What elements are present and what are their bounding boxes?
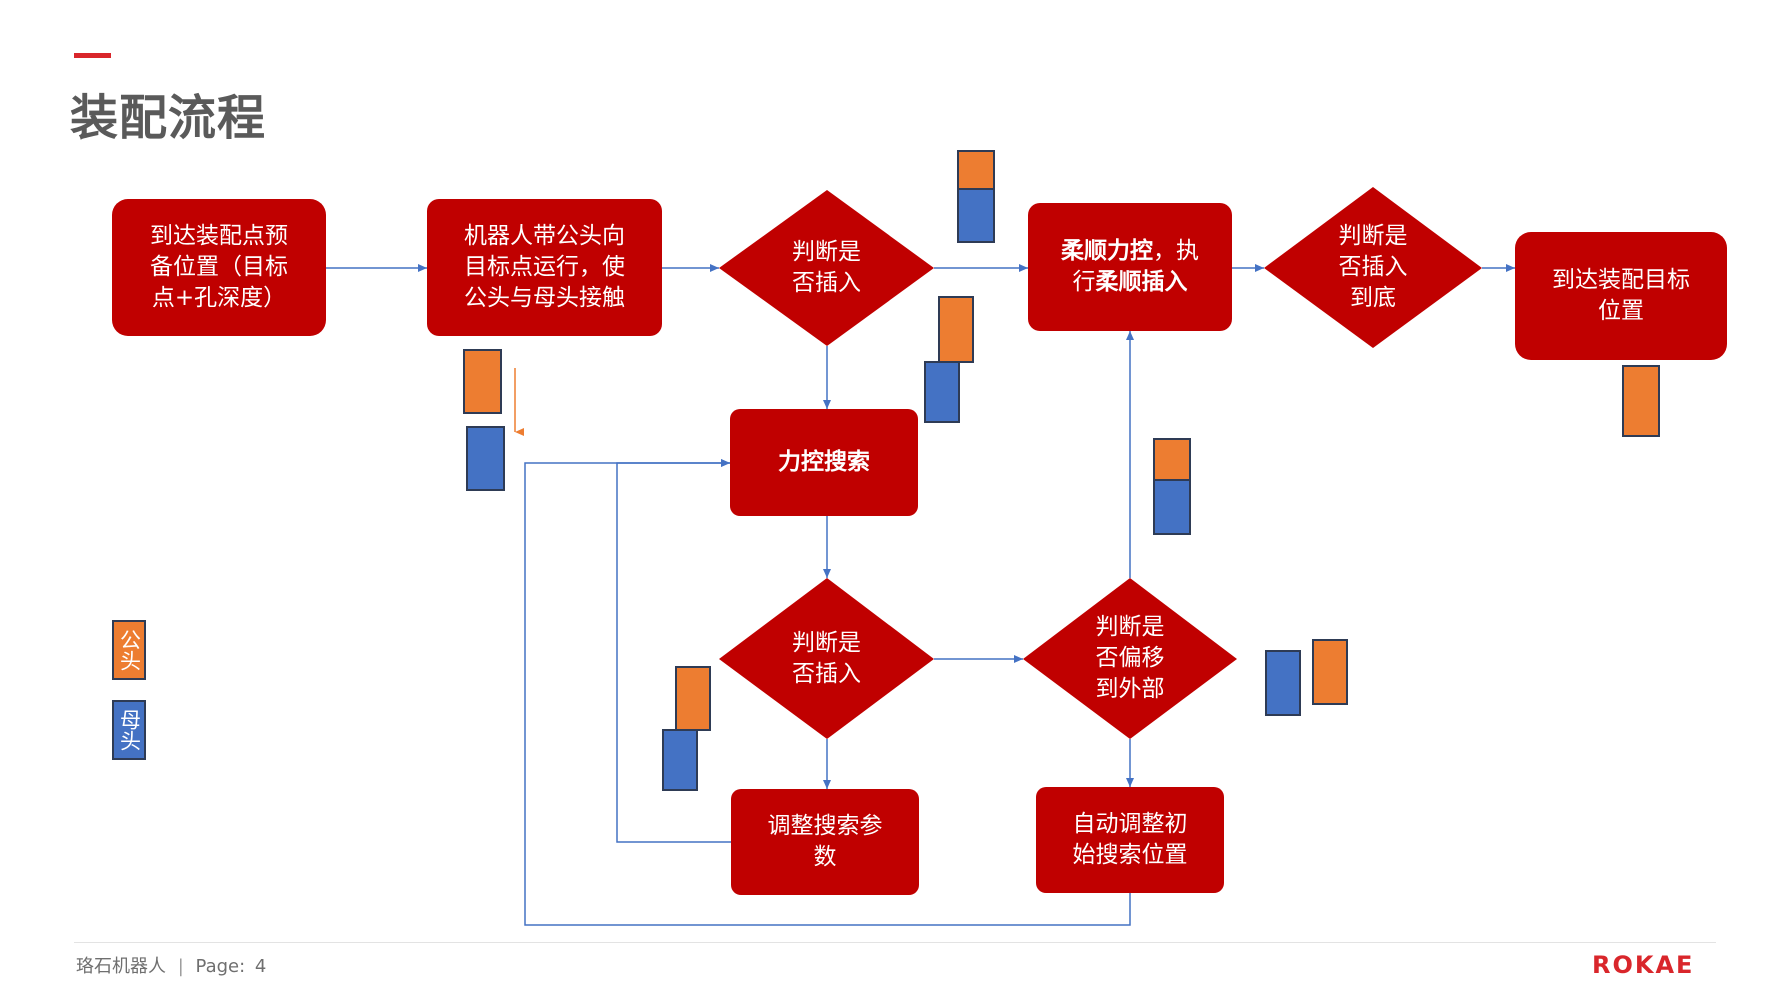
female-hole-illustration-4: [1153, 479, 1191, 535]
node-reach-target-label: 到达装配目标位置: [1552, 267, 1690, 324]
footer-info: 珞石机器人 | Page: 4: [76, 952, 266, 978]
decision-fully-inserted-label: 判断是否插入到底: [1338, 223, 1408, 311]
female-hole-illustration-7: [1265, 650, 1301, 716]
node-move-male-to-female-label: 机器人带公头向目标点运行，使公头与母头接触: [464, 223, 625, 311]
male-peg-illustration-2: [957, 150, 995, 190]
footer-page-number: 4: [254, 956, 267, 977]
male-peg-illustration-1: [463, 349, 502, 414]
female-hole-illustration-6: [662, 729, 698, 791]
node-adjust-initial-pos: [1036, 787, 1224, 893]
footer-page-label: Page:: [195, 956, 246, 977]
node-reach-pre-assembly: [112, 199, 326, 336]
node-reach-pre-assembly-label: 到达装配点预备位置（目标点+孔深度）: [150, 223, 288, 311]
footer-separator: |: [177, 956, 184, 977]
female-hole-illustration-2: [957, 188, 995, 243]
decision-inserted-1-label: 判断是否插入: [792, 239, 861, 296]
legend-female-hole: 母头: [112, 700, 146, 760]
node-adjust-params-label: 调整搜索参数: [767, 813, 883, 870]
decision-offset-outside: [1023, 578, 1237, 739]
female-hole-illustration-3: [924, 361, 960, 423]
decision-inserted-2-label: 判断是否插入: [792, 629, 861, 687]
node-move-male-to-female: [427, 199, 662, 336]
footer-divider: [74, 942, 1716, 943]
decision-fully-inserted: [1264, 187, 1482, 348]
male-peg-illustration-5: [1622, 365, 1660, 437]
legend-male-peg: 公头: [112, 620, 146, 680]
node-adjust-initial-pos-label: 自动调整初始搜索位置: [1072, 811, 1188, 868]
node-reach-target: [1515, 232, 1727, 360]
node-force-search-label: 力控搜索: [778, 449, 870, 475]
decision-offset-outside-label: 判断是否偏移到外部: [1095, 614, 1165, 702]
node-compliant-insertion-label: 柔顺力控，执 行柔顺插入: [1061, 238, 1199, 295]
decision-inserted-2: [719, 578, 934, 739]
male-peg-illustration-7: [1312, 639, 1348, 705]
male-peg-illustration-4: [1153, 438, 1191, 481]
female-hole-illustration-1: [466, 426, 505, 491]
male-peg-illustration-3: [938, 296, 974, 363]
node-force-search: [730, 409, 918, 516]
decision-inserted-1: [719, 190, 934, 346]
rokae-logo: ROKAE: [1592, 951, 1695, 979]
node-adjust-params: [731, 789, 919, 895]
male-peg-illustration-6: [675, 666, 711, 731]
footer-company: 珞石机器人: [76, 956, 166, 977]
title-accent-bar: [74, 53, 111, 58]
node-compliant-insertion: [1028, 203, 1232, 331]
connector-n7-n5: [524, 459, 1131, 926]
page-title: 装配流程: [70, 90, 267, 146]
